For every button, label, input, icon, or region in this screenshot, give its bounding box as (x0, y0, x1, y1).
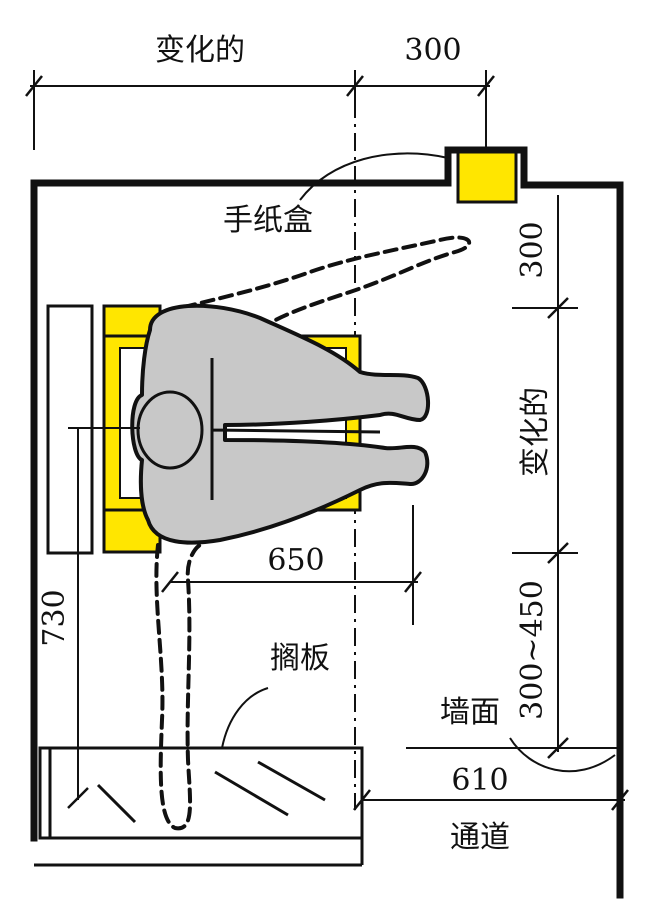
toilet-paper-box (456, 150, 518, 204)
shelf-label: 搁板 (270, 641, 330, 676)
dim-650 (161, 505, 422, 625)
top-dimension (25, 70, 495, 150)
top-300-label: 300 (404, 33, 461, 68)
wall-face-label: 墙面 (440, 695, 500, 730)
dim-650-label: 650 (267, 543, 324, 578)
right-variable-label: 变化的 (518, 387, 553, 477)
right-range-label: 300~450 (515, 580, 550, 720)
paper-box-label: 手纸盒 (223, 203, 313, 238)
seated-person (130, 303, 430, 545)
shelf-door (34, 746, 364, 867)
aisle-label: 通道 (450, 820, 510, 855)
wall-face-leader (509, 737, 616, 773)
person-head (136, 390, 204, 470)
right-300-label: 300 (515, 221, 550, 278)
toilet-tank (46, 304, 94, 555)
person-legs-divider (210, 358, 381, 500)
paper-box-leader (299, 152, 449, 201)
dim-610 (353, 789, 629, 811)
dim-610-label: 610 (451, 763, 508, 798)
dim-730 (67, 427, 140, 809)
reaching-arm-outline (163, 235, 471, 334)
lowered-arm-outline (154, 543, 202, 831)
shelf-leader (221, 687, 269, 749)
top-variable-label: 变化的 (155, 33, 245, 68)
dim-730-label: 730 (37, 589, 72, 646)
stall-walls (30, 146, 624, 899)
